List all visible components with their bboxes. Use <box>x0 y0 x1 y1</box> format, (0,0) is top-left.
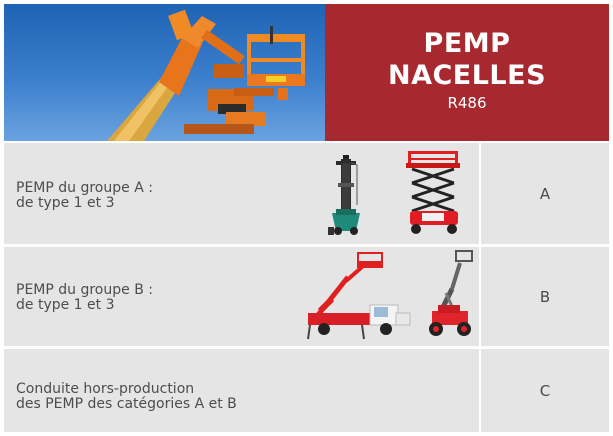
row-line2: des PEMP des catégories A et B <box>16 396 237 412</box>
row-description-cell: PEMP du groupe B : de type 1 et 3 <box>4 247 481 346</box>
row-line1: PEMP du groupe A : <box>16 180 153 196</box>
pemp-card: PEMP NACELLES R486 PEMP du groupe A : de… <box>4 4 609 432</box>
row-description-cell: PEMP du groupe A : de type 1 et 3 <box>4 143 481 244</box>
aerial-lift-photo <box>4 4 325 141</box>
subtitle: R486 <box>447 94 487 112</box>
row-code: B <box>539 287 551 306</box>
articulated-boom-lift-image <box>429 250 473 336</box>
title-line2: NACELLES <box>387 60 547 91</box>
row-line1: PEMP du groupe B : <box>16 282 153 298</box>
table-row: PEMP du groupe B : de type 1 et 3 <box>4 247 609 346</box>
mast-lift-image <box>328 155 360 235</box>
title-box: PEMP NACELLES R486 <box>325 4 609 141</box>
row-description: Conduite hors-production des PEMP des ca… <box>16 382 237 412</box>
table-row: Conduite hors-production des PEMP des ca… <box>4 349 609 432</box>
row-description: PEMP du groupe A : de type 1 et 3 <box>16 181 153 211</box>
row-line2: de type 1 et 3 <box>16 195 115 211</box>
row-line1: Conduite hors-production <box>16 381 195 397</box>
table-row: PEMP du groupe A : de type 1 et 3 <box>4 143 609 244</box>
row-description: PEMP du groupe B : de type 1 et 3 <box>16 283 153 313</box>
header: PEMP NACELLES R486 <box>4 4 609 141</box>
row-description-cell: Conduite hors-production des PEMP des ca… <box>4 349 481 432</box>
row-code: C <box>539 381 551 400</box>
boom-lift-illustration <box>107 9 305 141</box>
row-line2: de type 1 et 3 <box>16 297 115 313</box>
row-code: A <box>539 184 551 203</box>
truck-mounted-lift-image <box>307 252 411 340</box>
scissor-lift-image <box>406 151 460 234</box>
title-line1: PEMP <box>423 28 511 59</box>
